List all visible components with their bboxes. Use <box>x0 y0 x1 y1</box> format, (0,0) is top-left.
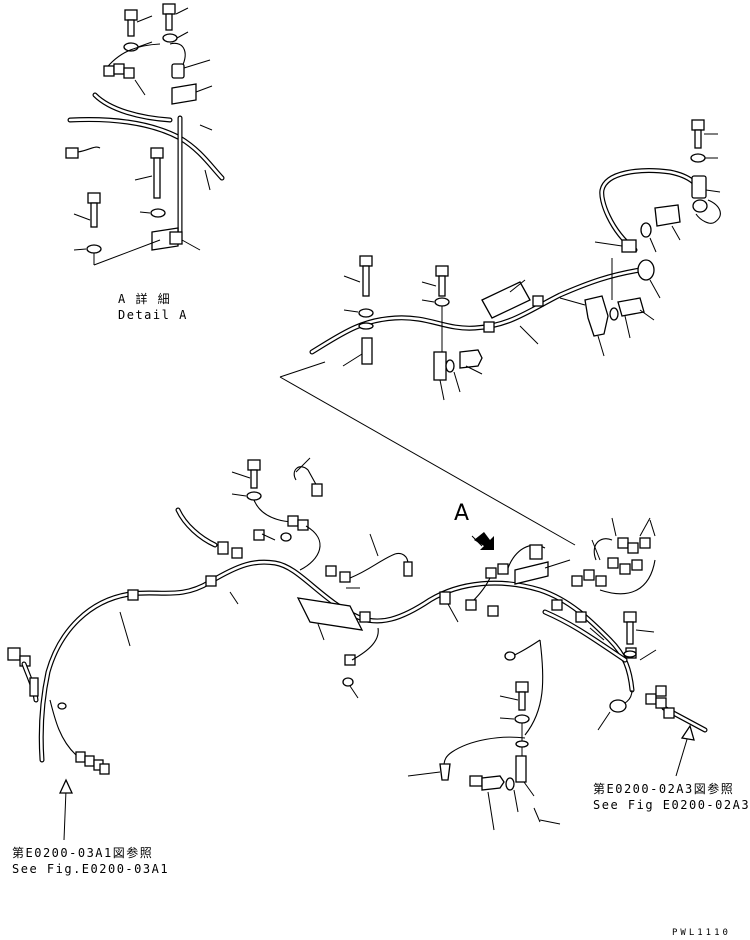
washer <box>162 33 178 43</box>
detail-a-drawing <box>65 3 225 266</box>
reference-left-en: See Fig.E0200-03A1 <box>12 862 170 876</box>
reference-right-en: See Fig E0200-02A3 <box>593 798 750 812</box>
zoom-view-drawing <box>279 119 721 546</box>
detail-a-title-jp: A 詳 細 <box>118 292 172 306</box>
bolt <box>162 3 189 31</box>
drawing-code: PWL1110 <box>672 928 731 938</box>
view-marker-a: A <box>454 501 470 526</box>
reference-right-jp: 第E0200-02A3図参照 <box>593 782 735 796</box>
bolt <box>124 9 153 37</box>
main-harness-drawing <box>7 457 708 841</box>
reference-left-jp: 第E0200-03A1図参照 <box>12 846 154 860</box>
detail-a-title-en: Detail A <box>118 308 188 322</box>
